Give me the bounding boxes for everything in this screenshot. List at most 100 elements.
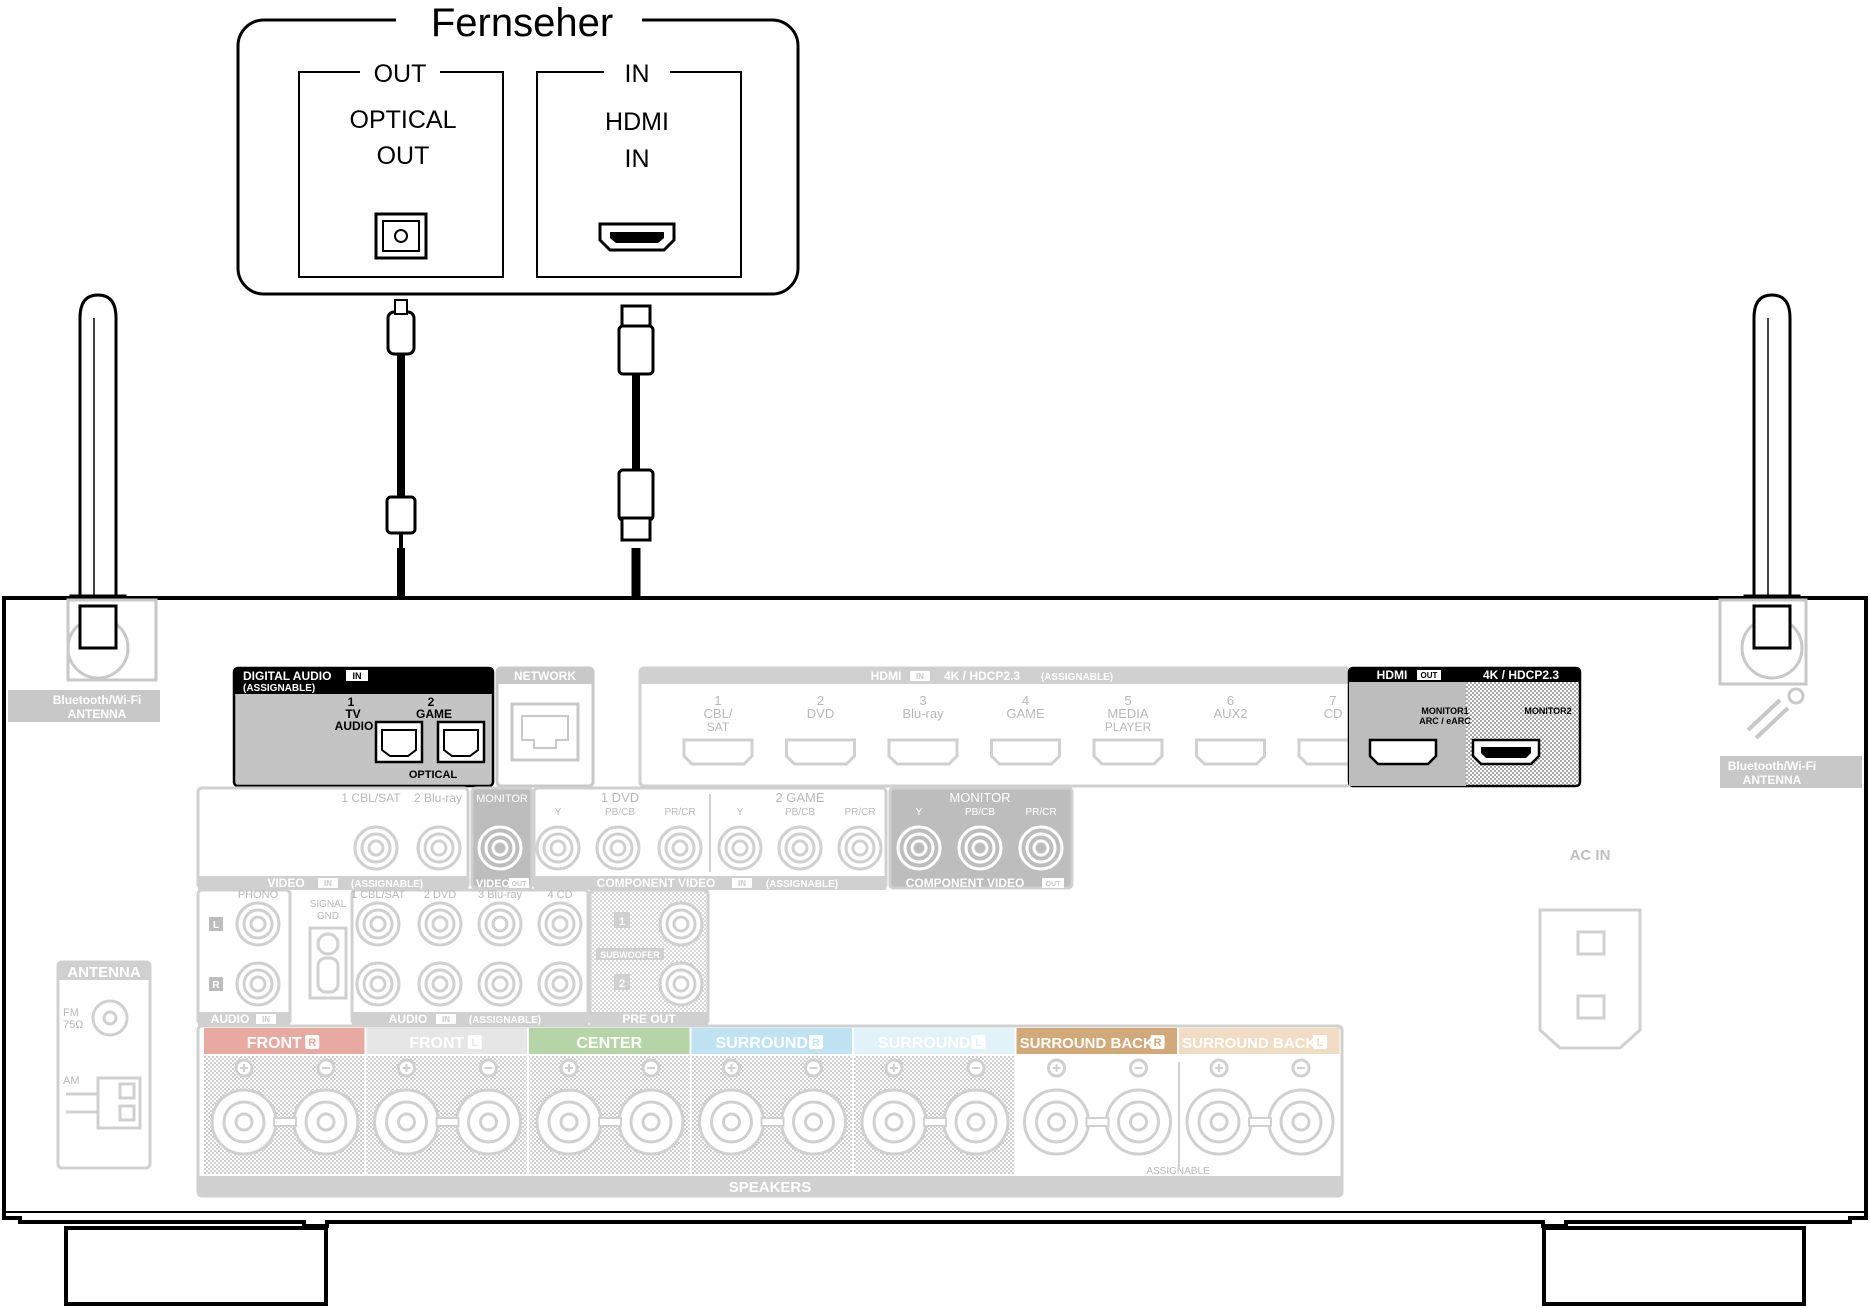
component-out-monitor: MONITOR xyxy=(949,790,1010,805)
hdmi-in-title: HDMI xyxy=(871,669,902,683)
hdmi-in-badge: IN xyxy=(916,672,924,681)
tv-optical-out-jack[interactable] xyxy=(374,212,428,260)
audio-in-4-r-jack[interactable] xyxy=(537,961,583,1007)
speaker-group-4-badge: R xyxy=(812,1037,820,1049)
hdmi-in-port-2[interactable] xyxy=(785,738,856,766)
hdmi-in-port-5[interactable] xyxy=(1092,738,1164,766)
component-in-jack-1[interactable] xyxy=(535,825,581,871)
antenna-left-base: Bluetooth/Wi-Fi ANTENNA xyxy=(8,598,160,722)
speaker-group-4-minus-terminal[interactable] xyxy=(780,1058,847,1156)
optical-in-2-game-jack[interactable] xyxy=(436,720,486,764)
audio-in-3-r-jack[interactable] xyxy=(477,961,523,1007)
audio-in-1-r-jack[interactable] xyxy=(355,961,401,1007)
audio-in-2-l-jack[interactable] xyxy=(417,901,463,947)
speaker-group-2-label: FRONT xyxy=(409,1035,464,1052)
hdmi-in-port-1[interactable] xyxy=(682,738,754,766)
antenna-fm-label-1: FM xyxy=(63,1007,79,1019)
hdmi-out-monitor2-port[interactable] xyxy=(1471,738,1541,766)
component-in-group2: 2 GAME xyxy=(775,790,824,805)
optical-in-1-tv-audio-jack[interactable] xyxy=(374,720,424,764)
hdmi-in-port-3-label1: Blu-ray xyxy=(902,706,944,721)
digital-audio-assignable: (ASSIGNABLE) xyxy=(243,683,315,694)
antenna-left-label-2: ANTENNA xyxy=(68,707,127,721)
pre-out-subwoofer-1-jack[interactable] xyxy=(658,901,704,947)
hdmi-in-port-3[interactable] xyxy=(887,738,959,766)
speaker-group-7-minus-terminal[interactable] xyxy=(1267,1058,1335,1156)
ac-in-socket[interactable] xyxy=(1538,908,1642,1050)
speaker-group-5-plus-terminal[interactable] xyxy=(860,1058,928,1156)
digital-audio-port1-label1: TV xyxy=(345,707,360,721)
audio-in-label-3: 3 Blu-ray xyxy=(478,889,523,901)
speaker-group-3-minus-terminal[interactable] xyxy=(617,1058,685,1156)
hdmi-out-monitor1-label1: MONITOR1 xyxy=(1421,706,1468,716)
phono-r-jack[interactable] xyxy=(235,961,281,1007)
speaker-group-1-label: FRONT xyxy=(247,1035,302,1052)
pre-out-footer: PRE OUT xyxy=(622,1012,676,1026)
hdmi-in-port-5-num: 5 xyxy=(1124,693,1131,708)
audio-in-1-l-jack[interactable] xyxy=(355,901,401,947)
speakers-footer: SPEAKERS xyxy=(729,1179,812,1196)
audio-in-3-l-jack[interactable] xyxy=(477,901,523,947)
component-out-badge: OUT xyxy=(1046,881,1062,888)
hdmi-in-port-4[interactable] xyxy=(990,738,1061,766)
audio-in-4-l-jack[interactable] xyxy=(537,901,583,947)
speaker-group-1: FRONT R xyxy=(204,1028,365,1174)
component-out-jack-2[interactable] xyxy=(957,825,1003,871)
tv-optical-label-1: OPTICAL xyxy=(350,106,457,134)
speaker-group-6-minus-terminal[interactable] xyxy=(1105,1058,1172,1156)
hdmi-out-badge: OUT xyxy=(1421,671,1438,680)
hdmi-out-monitor1-port[interactable] xyxy=(1368,738,1438,766)
phono-l-jack[interactable] xyxy=(235,901,281,947)
phono-r: R xyxy=(212,980,220,991)
network-label: NETWORK xyxy=(514,669,576,683)
signal-gnd: SIGNAL GND xyxy=(308,899,348,1000)
component-in-footer: COMPONENT VIDEO xyxy=(597,876,716,890)
component-in-jack-6[interactable] xyxy=(837,825,883,871)
tv-in-section: IN HDMI IN xyxy=(536,60,742,278)
am-antenna-terminal[interactable] xyxy=(66,1076,142,1130)
video-in-1-jack[interactable] xyxy=(353,825,399,871)
speaker-group-4-label: SURROUND xyxy=(716,1035,808,1052)
tv-hdmi-in-jack[interactable] xyxy=(598,222,676,252)
speaker-group-7-badge: L xyxy=(1317,1037,1324,1049)
speaker-group-2-plus-terminal[interactable] xyxy=(373,1058,440,1156)
component-out-jack-1[interactable] xyxy=(896,825,942,871)
component-in-jack-3[interactable] xyxy=(657,825,703,871)
component-in-jack-5[interactable] xyxy=(777,825,823,871)
hdmi-in-spec: 4K / HDCP2.3 xyxy=(944,669,1020,683)
hdmi-out-monitor2-label: MONITOR2 xyxy=(1524,706,1571,716)
tv-hdmi-label-1: HDMI xyxy=(605,108,669,136)
video-out-monitor-jack[interactable] xyxy=(477,825,523,871)
rca-jacks xyxy=(235,825,1064,1007)
audio-in-footer: AUDIO xyxy=(389,1012,428,1026)
speakers-assignable: ASSIGNABLE xyxy=(1146,1166,1210,1177)
speaker-group-4-plus-terminal[interactable] xyxy=(698,1058,765,1156)
network-lan-port[interactable] xyxy=(510,702,580,762)
pre-out-subwoofer: SUBWOOFER xyxy=(600,950,660,960)
fm-antenna-jack[interactable] xyxy=(91,999,129,1037)
antenna-am-label: AM xyxy=(63,1075,80,1087)
hdmi-out-monitor1-label2: ARC / eARC xyxy=(1419,716,1471,726)
tv-in-header: IN xyxy=(625,60,650,88)
signal-gnd-terminal[interactable] xyxy=(308,926,348,1000)
audio-in-2-r-jack[interactable] xyxy=(417,961,463,1007)
speaker-group-7-plus-terminal[interactable] xyxy=(1185,1058,1253,1156)
component-in-pr-1: PR/CR xyxy=(664,807,695,818)
video-in-2-jack[interactable] xyxy=(416,825,462,871)
component-in-jack-2[interactable] xyxy=(595,825,641,871)
speaker-group-5-badge: L xyxy=(975,1037,982,1049)
audio-in-badge: IN xyxy=(442,1015,450,1024)
hdmi-in-port-6[interactable] xyxy=(1195,738,1266,766)
speaker-group-1-badge: R xyxy=(308,1037,316,1049)
speaker-group-1-plus-terminal[interactable] xyxy=(210,1058,278,1156)
component-out-y: Y xyxy=(916,807,923,818)
component-out-jack-3[interactable] xyxy=(1018,825,1064,871)
component-in-pr-2: PR/CR xyxy=(844,807,875,818)
digital-audio-title: DIGITAL AUDIO xyxy=(243,669,331,683)
antenna-fm-label-2: 75Ω xyxy=(63,1019,83,1031)
pre-out-subwoofer-2-jack[interactable] xyxy=(658,961,704,1007)
component-in-jack-4[interactable] xyxy=(717,825,763,871)
antenna-terminal-panel: ANTENNA FM 75Ω AM xyxy=(56,960,152,1170)
